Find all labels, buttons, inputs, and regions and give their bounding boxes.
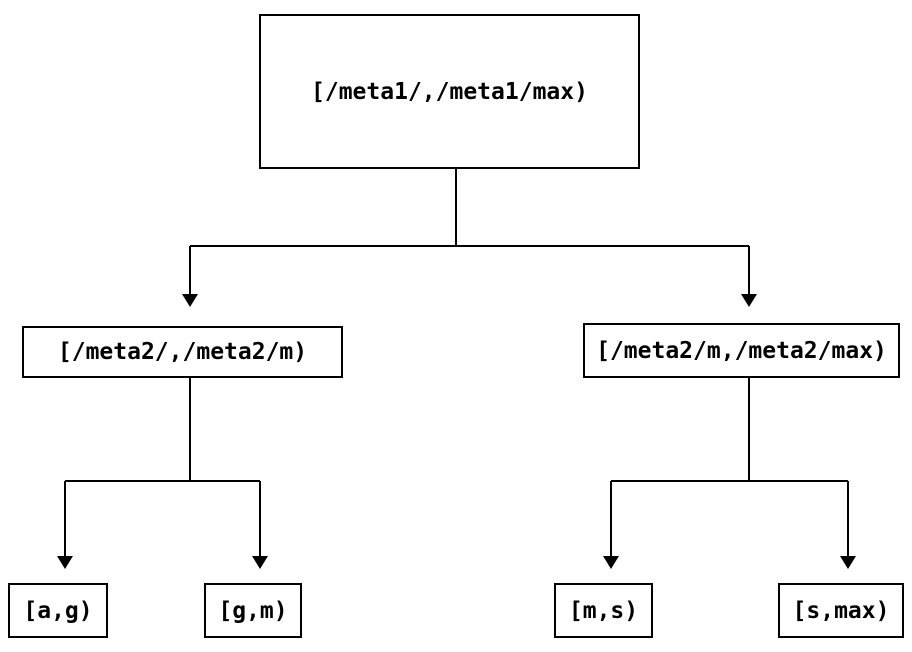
tree-node-leaf-smax: [s,max)	[778, 583, 904, 638]
tree-node-root: [/meta1/,/meta1/max)	[259, 14, 640, 169]
edge-right-to-leaves	[610, 378, 849, 556]
tree-node-label: [a,g)	[23, 597, 93, 624]
tree-node-label: [/meta2/m,/meta2/max)	[596, 337, 887, 364]
arrow-down-icon	[603, 556, 619, 569]
arrow-down-icon	[57, 556, 73, 569]
tree-node-leaf-gm: [g,m)	[204, 583, 302, 638]
arrow-down-icon	[252, 556, 268, 569]
tree-node-label: [/meta2/,/meta2/m)	[57, 339, 308, 365]
arrow-down-icon	[840, 556, 856, 569]
tree-node-label: [/meta1/,/meta1/max)	[311, 78, 588, 105]
tree-node-label: [m,s)	[568, 597, 639, 624]
tree-node-label: [g,m)	[218, 597, 288, 624]
tree-node-label: [s,max)	[792, 597, 890, 624]
edge-root-to-level2	[189, 169, 750, 294]
arrow-down-icon	[741, 294, 757, 307]
tree-node-meta2-right: [/meta2/m,/meta2/max)	[583, 323, 900, 378]
arrow-down-icon	[182, 294, 198, 307]
edge-left-to-leaves	[64, 378, 261, 556]
tree-node-leaf-ms: [m,s)	[554, 583, 653, 638]
tree-node-meta2-left: [/meta2/,/meta2/m)	[22, 326, 343, 378]
tree-node-leaf-ag: [a,g)	[8, 583, 108, 638]
